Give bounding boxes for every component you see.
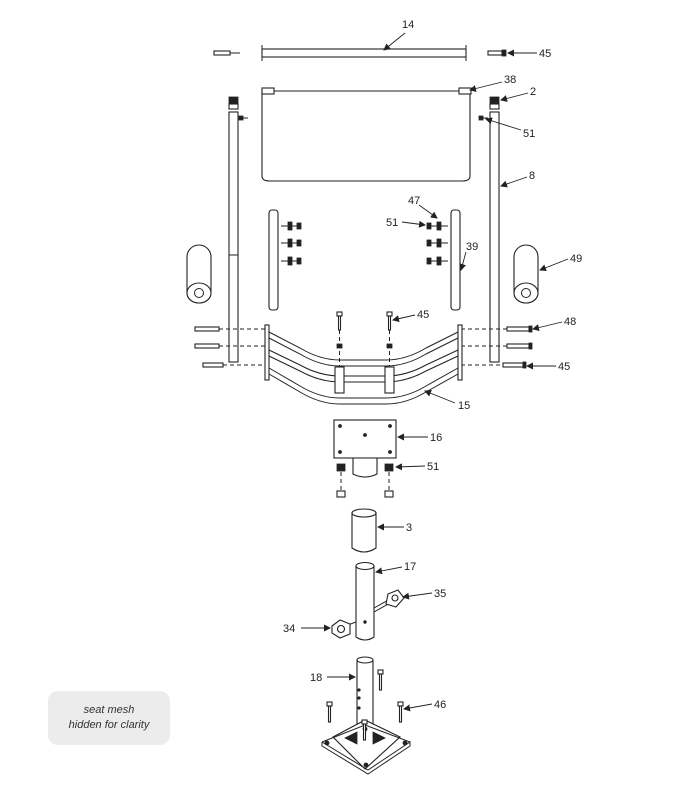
callout-45-top: 45 <box>539 48 551 60</box>
part-2-caps <box>228 96 500 110</box>
leader-lines <box>301 32 569 712</box>
callout-labels: 14 45 38 2 51 8 47 51 39 49 45 48 45 15 … <box>283 19 582 711</box>
callout-3: 3 <box>406 522 412 534</box>
part-39-inner-posts <box>268 209 461 311</box>
part-16-mounting-plate <box>333 419 397 498</box>
callout-16: 16 <box>430 432 442 444</box>
callout-51-top: 51 <box>523 128 535 140</box>
callout-51-low: 51 <box>427 461 439 473</box>
callout-45-right: 45 <box>558 361 570 373</box>
part-14-top-rod <box>213 45 507 61</box>
callout-2: 2 <box>530 86 536 98</box>
part-49-foam-rollers <box>186 244 539 304</box>
part-18-base <box>321 656 412 775</box>
callout-49: 49 <box>570 253 582 265</box>
callout-15: 15 <box>458 400 470 412</box>
callout-45-mid: 45 <box>417 309 429 321</box>
callout-34: 34 <box>283 623 295 635</box>
callout-35: 35 <box>434 588 446 600</box>
callout-51-mid: 51 <box>386 217 398 229</box>
part-3-sleeve <box>351 508 377 553</box>
part-17-tube <box>331 561 405 641</box>
note-line-2: hidden for clarity <box>68 719 150 731</box>
frame-top-bolts <box>336 311 393 366</box>
callout-14: 14 <box>402 19 414 31</box>
callout-48: 48 <box>564 316 576 328</box>
note-line-1: seat mesh <box>83 704 135 716</box>
callout-46: 46 <box>434 699 446 711</box>
part-8-side-posts <box>228 111 500 363</box>
callout-18: 18 <box>310 672 322 684</box>
callout-17: 17 <box>404 561 416 573</box>
part-38-backrest <box>261 87 472 182</box>
side-bolts <box>194 325 533 369</box>
callout-8: 8 <box>529 170 535 182</box>
callout-38: 38 <box>504 74 516 86</box>
part-15-seat-frame <box>264 324 463 405</box>
callout-39: 39 <box>466 241 478 253</box>
callout-47: 47 <box>408 195 420 207</box>
note-box: seat mesh hidden for clarity <box>48 691 170 745</box>
